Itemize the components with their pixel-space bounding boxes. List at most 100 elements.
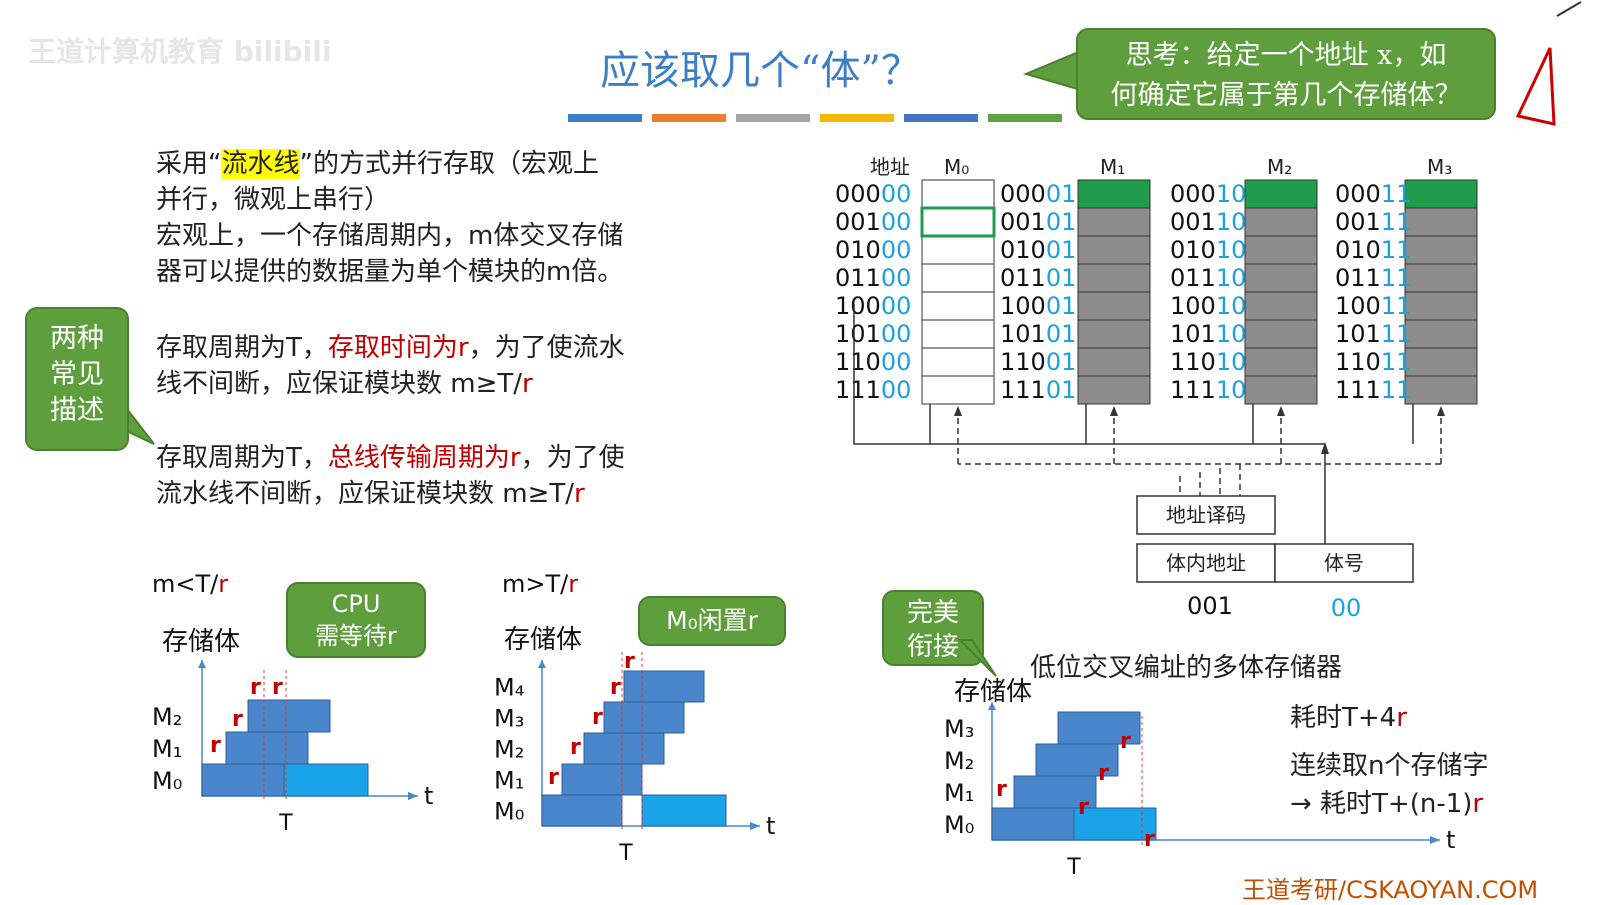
addr-high: 111 xyxy=(1000,376,1046,404)
address-label: 01100 xyxy=(835,264,911,292)
addr-low: 00 xyxy=(881,264,912,292)
timing-bar xyxy=(561,763,643,796)
arrow-head xyxy=(1437,406,1445,416)
t-label: T xyxy=(1066,855,1081,880)
bubble-line-1: 两种 xyxy=(50,323,104,354)
r-label: r xyxy=(272,675,283,700)
time-cost-2: 连续取n个存储字 xyxy=(1290,751,1489,781)
bar-2 xyxy=(652,114,726,122)
memory-cell xyxy=(1404,347,1478,377)
address-label: 10101 xyxy=(1000,320,1076,348)
address-label: 11000 xyxy=(835,348,911,376)
memory-cell xyxy=(1404,375,1478,405)
memory-cell xyxy=(1077,235,1151,265)
p1-line4: 器可以提供的数据量为单个模块的m倍。 xyxy=(156,257,624,287)
p3-pre: 存取周期为T， xyxy=(156,443,328,473)
address-label: 00111 xyxy=(1335,208,1411,236)
memory-cell xyxy=(1404,291,1478,321)
timing-bar xyxy=(225,731,309,765)
address-label: 00100 xyxy=(835,208,911,236)
addr-label: 地址 xyxy=(870,155,910,179)
timing-bar xyxy=(623,670,705,703)
address-label: 00010 xyxy=(1170,180,1246,208)
address-label: 11110 xyxy=(1170,376,1246,404)
addr-high: 010 xyxy=(1170,236,1216,264)
x-axis-arrow xyxy=(408,792,418,800)
address-label: 01110 xyxy=(1170,264,1246,292)
cpu-wait-l1: CPU xyxy=(331,590,381,618)
x-axis-arrow xyxy=(750,822,760,830)
inner-addr-value: 001 xyxy=(1187,592,1233,620)
p3-line2-red: r xyxy=(574,479,585,509)
memory-cell xyxy=(1404,235,1478,265)
p2-post: ，为了使流水 xyxy=(468,333,625,363)
page-title: 应该取几个“体”？ xyxy=(600,48,921,94)
p2-red: 存取时间为r xyxy=(327,333,469,363)
y-axis-arrow xyxy=(988,702,996,710)
r-label: r xyxy=(210,733,221,758)
memory-cell xyxy=(1404,207,1478,237)
think-bubble: 思考：给定一个地址 x，如 何确定它属于第几个存储体？ xyxy=(1076,28,1496,120)
addr-high: 110 xyxy=(835,348,881,376)
addr-low: 10 xyxy=(1216,180,1247,208)
addr-low: 01 xyxy=(1046,376,1077,404)
memory-cell xyxy=(921,207,995,237)
address-label: 00001 xyxy=(1000,180,1076,208)
timing-bar xyxy=(201,763,285,797)
row-label: M₂ xyxy=(152,703,182,731)
memory-cell xyxy=(1244,179,1318,209)
module-label-1: M₁ xyxy=(1100,155,1125,179)
decoder-box xyxy=(1136,495,1276,535)
r-label: r xyxy=(610,675,621,700)
x-axis-label: t xyxy=(766,812,775,840)
memory-cell xyxy=(1404,179,1478,209)
think-line-1: 思考：给定一个地址 x，如 xyxy=(1125,40,1447,71)
addr-low: 01 xyxy=(1046,180,1077,208)
cpu-wait-bubble: CPU 需等待r xyxy=(286,582,426,658)
memory-cell xyxy=(1077,319,1151,349)
bank-no-box xyxy=(1274,543,1414,583)
cond-r: r xyxy=(568,570,578,598)
addr-high: 011 xyxy=(1335,264,1381,292)
t-label: T xyxy=(618,841,633,866)
addr-high: 111 xyxy=(835,376,881,404)
p3-post: ，为了使 xyxy=(520,443,625,473)
memory-cell xyxy=(921,179,995,209)
address-label: 00011 xyxy=(1335,180,1411,208)
time-cost-1: 耗时T+4r xyxy=(1290,700,1407,736)
addr-low: 10 xyxy=(1216,320,1247,348)
addr-high: 010 xyxy=(1335,236,1381,264)
addr-low: 01 xyxy=(1046,236,1077,264)
memory-cell xyxy=(1077,263,1151,293)
address-label: 01101 xyxy=(1000,264,1076,292)
memory-cell xyxy=(1244,375,1318,405)
perfect-bubble: 完美 衔接 xyxy=(882,590,984,666)
memory-cell xyxy=(1077,347,1151,377)
y-axis-label: 存储体 xyxy=(162,627,240,657)
addr-high: 100 xyxy=(1000,292,1046,320)
module-label-2: M₂ xyxy=(1267,155,1292,179)
perfect-bubble-tail xyxy=(957,639,997,677)
y-axis-arrow xyxy=(538,660,546,668)
arrow-head xyxy=(1110,406,1118,416)
module-label-3: M₃ xyxy=(1427,155,1452,179)
address-label: 01010 xyxy=(1170,236,1246,264)
y-axis-label: 存储体 xyxy=(504,625,582,655)
memory-cell xyxy=(1077,179,1151,209)
pen-mark xyxy=(1556,1,1582,17)
bar-3 xyxy=(736,114,810,122)
bank-no-value: 00 xyxy=(1331,594,1362,622)
addr-low: 11 xyxy=(1381,264,1412,292)
timing-bar xyxy=(603,701,685,734)
bubble-line-3: 描述 xyxy=(50,395,104,426)
p3-line2: 流水线不间断，应保证模块数 m≥T/ xyxy=(156,479,575,509)
address-label: 11111 xyxy=(1335,376,1411,404)
x-axis-arrow xyxy=(1430,836,1440,844)
addr-low: 01 xyxy=(1046,208,1077,236)
addr-low: 10 xyxy=(1216,264,1247,292)
addr-high: 110 xyxy=(1000,348,1046,376)
address-label: 10000 xyxy=(835,292,911,320)
arrow-head xyxy=(1321,442,1329,454)
addr-high: 101 xyxy=(1170,320,1216,348)
time1-r: r xyxy=(1396,703,1407,733)
